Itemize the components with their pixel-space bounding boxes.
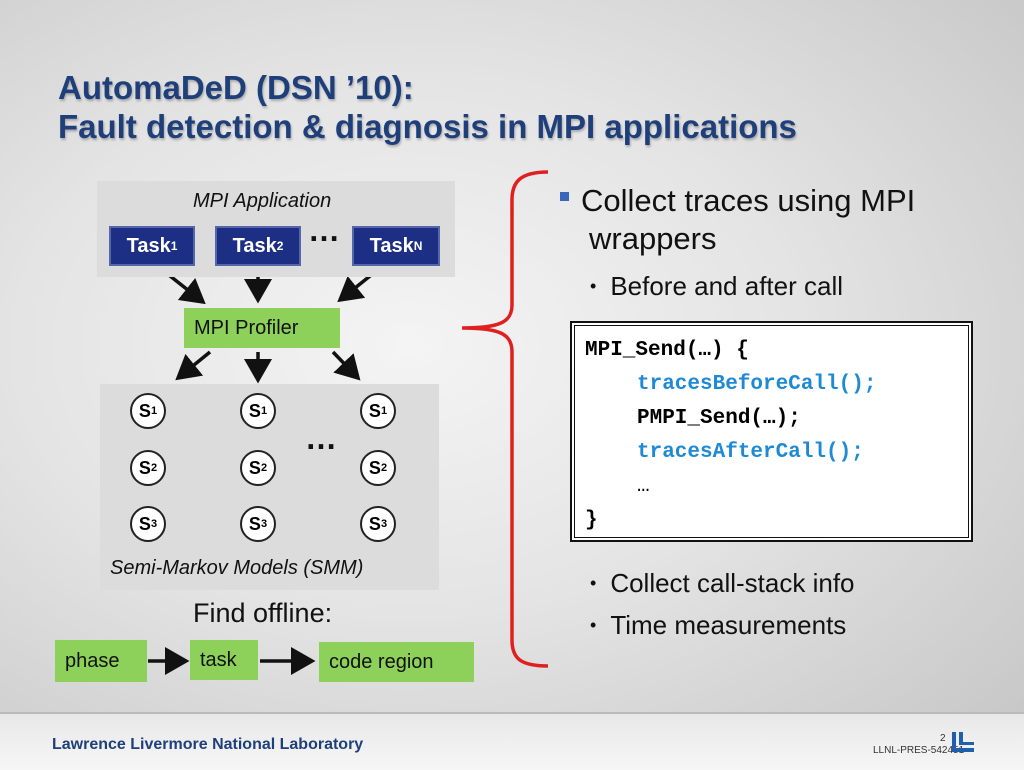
title-line-1: AutomaDeD (DSN ’10): xyxy=(58,69,414,106)
code-line-4: tracesAfterCall(); xyxy=(637,441,864,464)
sub-bullet-3: • Time measurements xyxy=(590,609,846,644)
square-bullet-icon xyxy=(560,192,569,202)
smm-label: Semi-Markov Models (SMM) xyxy=(110,557,364,579)
state-label: S xyxy=(248,400,261,421)
main-bullet-line-1: Collect traces using MPI xyxy=(581,183,916,218)
task-1-sub: 1 xyxy=(170,239,178,253)
state-label: S xyxy=(248,513,261,534)
smm-ellipsis: … xyxy=(305,420,337,456)
state-sub: 1 xyxy=(260,405,268,417)
state-label: S xyxy=(138,513,151,534)
code-line-6: } xyxy=(585,509,598,532)
code-line-3: PMPI_Send(…); xyxy=(637,407,801,430)
dot-bullet-icon: • xyxy=(590,573,597,593)
find-offline-label: Find offline: xyxy=(193,598,333,628)
slide-title: AutomaDeD (DSN ’10): Fault detection & d… xyxy=(58,68,797,146)
state-label: S xyxy=(368,400,381,421)
mpi-application-label: MPI Application xyxy=(193,190,332,212)
state-label: S xyxy=(368,513,381,534)
task-n-label: Task xyxy=(369,234,414,257)
phase-box: phase xyxy=(55,640,147,682)
title-line-2: Fault detection & diagnosis in MPI appli… xyxy=(58,108,797,145)
code-line-5: … xyxy=(637,475,650,498)
dot-bullet-icon: • xyxy=(590,615,597,635)
llnl-logo-icon xyxy=(952,732,974,752)
state-sub: 2 xyxy=(150,462,158,474)
task-step-label: task xyxy=(200,648,237,671)
curly-brace xyxy=(461,170,549,668)
tasks-ellipsis: … xyxy=(308,212,340,248)
footer-bar xyxy=(0,712,1024,770)
state-sub: 3 xyxy=(380,518,388,530)
footer-lab-name: Lawrence Livermore National Laboratory xyxy=(52,736,364,753)
task-step-box: task xyxy=(190,640,258,680)
state-sub: 1 xyxy=(150,405,158,417)
sub-bullet-1: • Before and after call xyxy=(590,270,843,305)
state-label: S xyxy=(138,457,151,478)
state-label: S xyxy=(248,457,261,478)
mpi-profiler-box: MPI Profiler xyxy=(184,308,340,348)
code-region-label: code region xyxy=(329,650,434,673)
sub-bullet-1-text: Before and after call xyxy=(610,271,844,301)
page-number: 2 xyxy=(940,733,946,744)
main-bullet-line-2: wrappers xyxy=(589,221,717,256)
task-n-sub: N xyxy=(413,239,423,253)
arrow-profiler-smm1 xyxy=(175,350,212,381)
doc-id: LLNL-PRES-542451 xyxy=(873,745,965,756)
phase-label: phase xyxy=(65,649,120,672)
mpi-profiler-label: MPI Profiler xyxy=(194,316,299,339)
code-line-2: tracesBeforeCall(); xyxy=(637,373,877,396)
sub-bullet-2: • Collect call-stack info xyxy=(590,567,855,602)
state-sub: 1 xyxy=(380,405,388,417)
task-1-label: Task xyxy=(126,234,171,257)
code-region-box: code region xyxy=(319,642,474,682)
main-bullet: Collect traces using MPI wrappers xyxy=(560,182,1010,258)
state-sub: 3 xyxy=(150,518,158,530)
code-snippet-box: MPI_Send(…) { tracesBeforeCall(); PMPI_S… xyxy=(570,321,973,542)
task-2-sub: 2 xyxy=(276,239,284,253)
sub-bullet-3-text: Time measurements xyxy=(610,610,847,640)
task-2-label: Task xyxy=(232,234,277,257)
state-sub: 2 xyxy=(380,462,388,474)
state-sub: 2 xyxy=(260,462,268,474)
code-snippet-inner: MPI_Send(…) { tracesBeforeCall(); PMPI_S… xyxy=(574,325,969,538)
state-label: S xyxy=(368,457,381,478)
code-line-1: MPI_Send(…) { xyxy=(585,339,749,362)
arrow-profiler-smm3 xyxy=(331,350,361,381)
dot-bullet-icon: • xyxy=(590,276,597,296)
sub-bullet-2-text: Collect call-stack info xyxy=(610,568,855,598)
state-sub: 3 xyxy=(260,518,268,530)
state-label: S xyxy=(138,400,151,421)
